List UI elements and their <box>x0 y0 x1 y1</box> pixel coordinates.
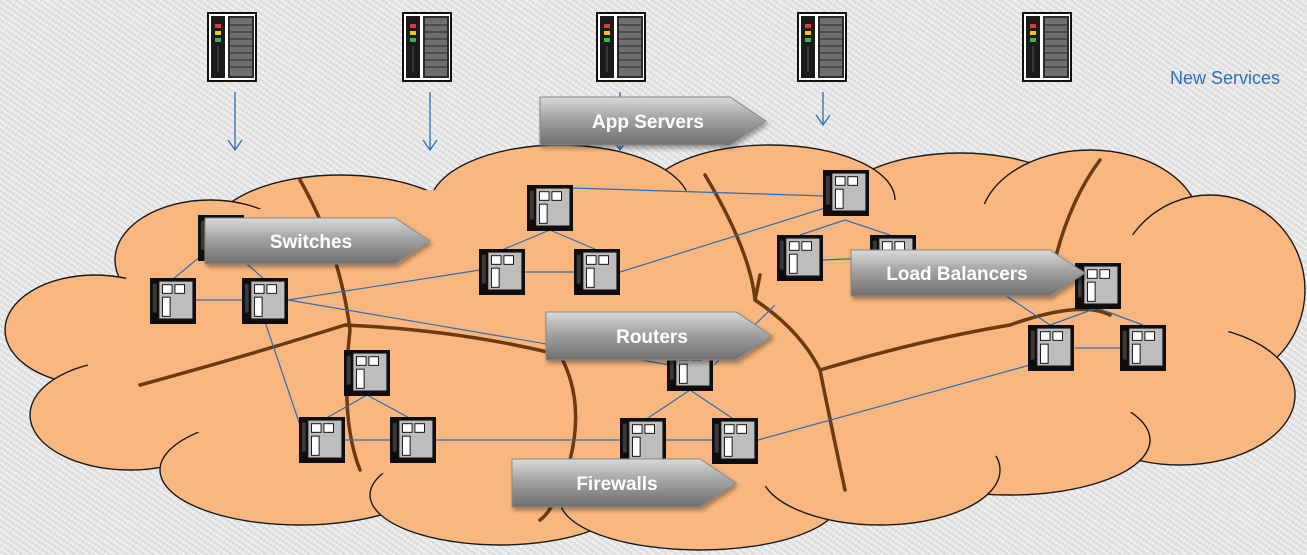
app-servers <box>207 12 1072 82</box>
server-rack-icon <box>1022 12 1072 82</box>
network-device-icon <box>479 249 525 295</box>
network-device-icon <box>1120 325 1166 371</box>
network-device-icon <box>344 350 390 396</box>
network-device-icon <box>527 185 573 231</box>
label-load-balancers: Load Balancers <box>850 249 1086 297</box>
network-device-icon <box>242 278 288 324</box>
network-device-icon <box>299 417 345 463</box>
network-device-icon <box>712 418 758 464</box>
server-rack-icon <box>797 12 847 82</box>
server-rack-icon <box>207 12 257 82</box>
network-device-icon <box>1075 263 1121 309</box>
network-device-icon <box>150 278 196 324</box>
network-device-icon <box>574 249 620 295</box>
app-servers-label: App Servers <box>592 112 704 133</box>
switches-label: Switches <box>270 232 352 253</box>
label-routers: Routers <box>545 311 773 361</box>
firewalls-label: Firewalls <box>576 474 657 495</box>
label-switches: Switches <box>204 217 431 265</box>
label-app-servers: App Servers <box>539 96 767 146</box>
routers-label: Routers <box>616 327 688 348</box>
new-services-label: New Services <box>1170 68 1281 88</box>
server-rack-icon <box>596 12 646 82</box>
network-device-icon <box>777 235 823 281</box>
network-device-icon <box>620 418 666 464</box>
network-device-icon <box>390 417 436 463</box>
label-firewalls: Firewalls <box>511 458 737 508</box>
network-device-icon <box>1028 325 1074 371</box>
server-rack-icon <box>402 12 452 82</box>
network-device-icon <box>823 170 869 216</box>
load-balancers-label: Load Balancers <box>886 264 1028 285</box>
